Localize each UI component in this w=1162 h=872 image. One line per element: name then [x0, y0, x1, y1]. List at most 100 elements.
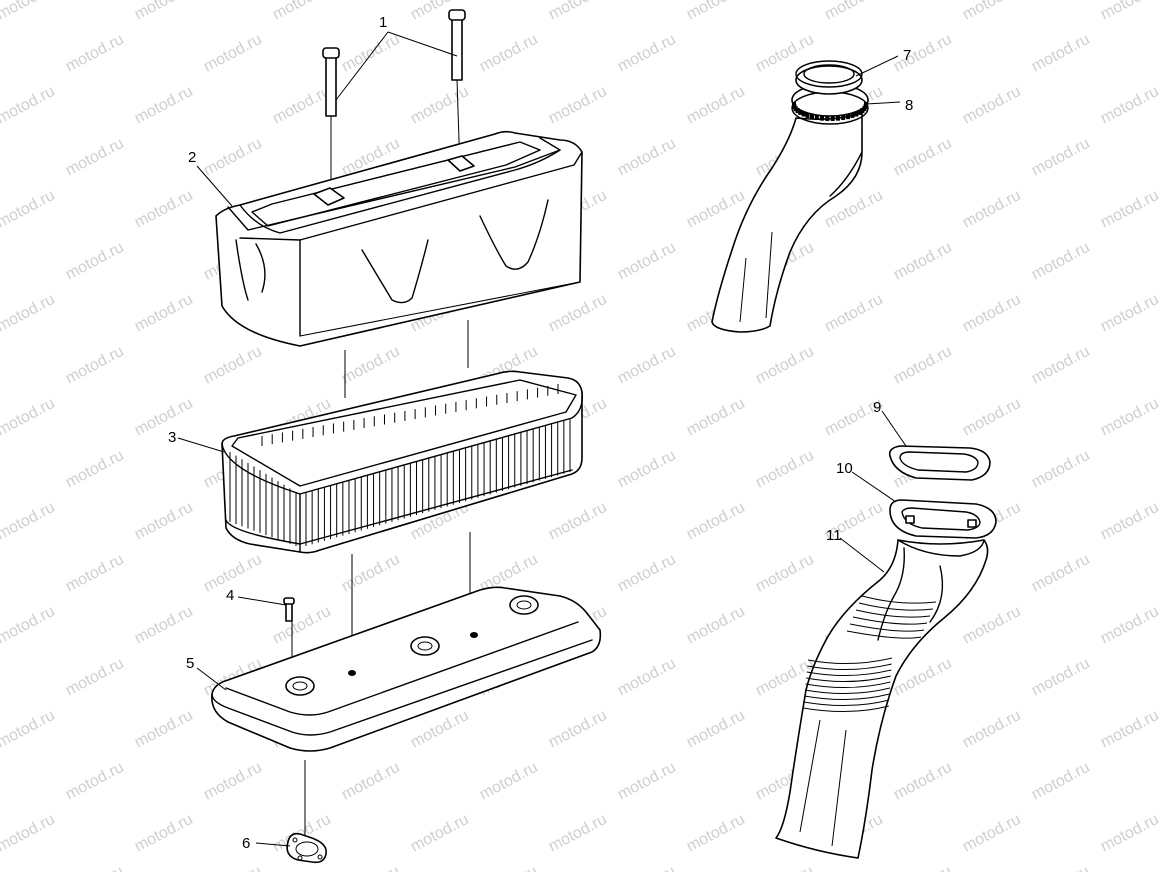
watermark-text: motod.ru — [960, 707, 1024, 752]
callout-6: 6 — [242, 835, 250, 852]
watermark-text: motod.ru — [891, 239, 955, 284]
clamp-tooth — [814, 115, 819, 121]
watermark-text: motod.ru — [891, 135, 955, 180]
filter-pleats-back — [261, 384, 559, 446]
watermark-text: motod.ru — [1029, 551, 1093, 596]
callout-2: 2 — [188, 149, 196, 166]
watermark-text: motod.ru — [684, 187, 748, 232]
duct-rib — [806, 675, 891, 683]
watermark-text: motod.ru — [615, 31, 679, 76]
watermark-text: motod.ru — [546, 707, 610, 752]
watermark-text: motod.ru — [615, 551, 679, 596]
watermark-text: motod.ru — [477, 863, 541, 872]
duct-rib — [858, 602, 934, 611]
watermark-text: motod.ru — [1098, 395, 1162, 440]
watermark-text: motod.ru — [1029, 343, 1093, 388]
watermark-text: motod.ru — [1029, 655, 1093, 700]
duct-rib — [806, 669, 892, 677]
watermark-text: motod.ru — [63, 31, 127, 76]
clamp-tooth — [857, 109, 862, 115]
part-10-flange — [889, 499, 997, 539]
watermark-text: motod.ru — [546, 499, 610, 544]
watermark-text: motod.ru — [201, 135, 265, 180]
part-9-seal — [888, 445, 991, 481]
watermark-text: motod.ru — [1029, 135, 1093, 180]
watermark-text: motod.ru — [546, 811, 610, 856]
watermark-text: motod.ru — [684, 395, 748, 440]
duct-rib — [861, 595, 937, 604]
watermark-text: motod.ru — [960, 83, 1024, 128]
callout-8: 8 — [905, 97, 913, 114]
watermark-text: motod.ru — [753, 863, 817, 872]
watermark-text: motod.ru — [1098, 499, 1162, 544]
watermark-text: motod.ru — [1029, 31, 1093, 76]
duct-rib — [855, 609, 931, 618]
callout-11: 11 — [826, 527, 842, 544]
clamp-tooth — [810, 114, 814, 120]
watermark-text: motod.ru — [339, 551, 403, 596]
part-5-airbox-base — [211, 586, 602, 752]
duct-rib — [804, 693, 890, 701]
duct-rib — [807, 663, 892, 671]
watermark-text: motod.ru — [408, 811, 472, 856]
watermark-text: motod.ru — [477, 759, 541, 804]
watermark-text: motod.ru — [684, 707, 748, 752]
duct-rib — [807, 657, 893, 665]
watermark-text: motod.ru — [546, 83, 610, 128]
watermark-text: motod.ru — [201, 343, 265, 388]
callout-7: 7 — [903, 47, 911, 64]
watermark-text: motod.ru — [0, 0, 58, 24]
watermark-text: motod.ru — [1098, 83, 1162, 128]
watermark-text: motod.ru — [0, 291, 58, 336]
clamp-tooth — [864, 102, 868, 107]
watermark-text: motod.ru — [960, 0, 1024, 24]
watermark-text: motod.ru — [1098, 707, 1162, 752]
duct-rib — [852, 616, 928, 625]
duct-rib — [804, 687, 891, 695]
watermark-text: motod.ru — [1029, 759, 1093, 804]
watermark-text: motod.ru — [63, 759, 127, 804]
part-7-8-upper-duct — [711, 60, 869, 333]
watermark-text: motod.ru — [201, 759, 265, 804]
watermark-text: motod.ru — [201, 863, 265, 872]
watermark-text: motod.ru — [960, 291, 1024, 336]
watermark-text: motod.ru — [615, 239, 679, 284]
watermark-text: motod.ru — [1029, 863, 1093, 872]
watermark-text: motod.ru — [1098, 187, 1162, 232]
clamp-tooth — [825, 115, 830, 121]
watermark-text: motod.ru — [684, 603, 748, 648]
watermark-text: motod.ru — [63, 239, 127, 284]
watermark-text: motod.ru — [63, 343, 127, 388]
clamp-tooth — [836, 115, 841, 121]
callout-9: 9 — [873, 399, 881, 416]
duct-rib — [803, 705, 889, 713]
part-3-filter-element — [221, 370, 583, 554]
watermark-text: motod.ru — [132, 291, 196, 336]
watermark-text: motod.ru — [270, 83, 334, 128]
watermark-text: motod.ru — [339, 343, 403, 388]
clamp-tooth — [798, 109, 803, 115]
watermark-text: motod.ru — [753, 551, 817, 596]
watermark-text: motod.ru — [684, 499, 748, 544]
duct-rib — [849, 623, 925, 632]
watermark-text: motod.ru — [63, 655, 127, 700]
clamp-tooth — [846, 114, 850, 120]
duct-rib — [803, 699, 890, 707]
duct-ribs — [803, 657, 893, 713]
watermark-text: motod.ru — [132, 83, 196, 128]
filter-pleats — [229, 418, 571, 546]
clamp-tooth — [819, 115, 824, 121]
clamp-tooth — [850, 112, 855, 118]
watermark-text: motod.ru — [615, 343, 679, 388]
clamp-teeth — [792, 102, 868, 121]
callout-10: 10 — [836, 460, 853, 477]
watermark-text: motod.ru — [339, 863, 403, 872]
part-11-lower-duct — [775, 539, 989, 859]
watermark-text: motod.ru — [132, 811, 196, 856]
leader-lines — [177, 31, 907, 847]
watermark-text: motod.ru — [960, 187, 1024, 232]
callout-4: 4 — [226, 587, 234, 604]
watermark-text: motod.ru — [339, 31, 403, 76]
watermark-text: motod.ru — [270, 0, 334, 24]
watermark-text: motod.ru — [615, 655, 679, 700]
